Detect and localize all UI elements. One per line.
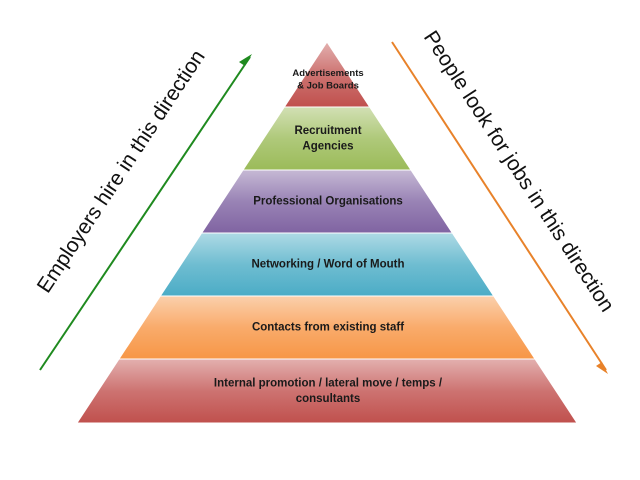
pyramid-tier-label: Recruitment bbox=[294, 125, 361, 137]
pyramid: Advertisements & Job BoardsRecruitmentAge… bbox=[76, 41, 578, 424]
people-arrow-head bbox=[596, 362, 608, 374]
pyramid-tier-shape bbox=[242, 106, 412, 171]
pyramid-tier: Internal promotion / lateral move / temp… bbox=[76, 358, 578, 424]
pyramid-tier: Contacts from existing staff bbox=[118, 295, 536, 360]
pyramid-tier: Professional Organisations bbox=[200, 169, 454, 234]
pyramid-tier-label: Contacts from existing staff bbox=[252, 322, 404, 334]
people-look-arrow bbox=[391, 41, 608, 374]
employers-hire-label: Employers hire in this direction bbox=[33, 46, 210, 297]
pyramid-tier-shape bbox=[76, 358, 578, 424]
pyramid-tier-label: Agencies bbox=[302, 140, 353, 152]
pyramid-tier-label: & Job Boards bbox=[297, 81, 359, 92]
pyramid-tier-label: consultants bbox=[296, 393, 361, 405]
employers-hire-arrow bbox=[39, 54, 252, 371]
employers-arrow-line bbox=[39, 56, 251, 371]
employers-arrow-head bbox=[239, 54, 252, 66]
pyramid-tier: Advertisements & Job Boards bbox=[283, 41, 371, 108]
pyramid-tier-label: Professional Organisations bbox=[253, 196, 403, 208]
pyramid-tier-label: Internal promotion / lateral move / temp… bbox=[214, 377, 443, 389]
pyramid-tier: Networking / Word of Mouth bbox=[159, 232, 495, 297]
people-arrow-line bbox=[391, 41, 607, 371]
pyramid-tier-label: Networking / Word of Mouth bbox=[251, 259, 404, 271]
pyramid-tier-label: Advertisements bbox=[292, 68, 363, 79]
